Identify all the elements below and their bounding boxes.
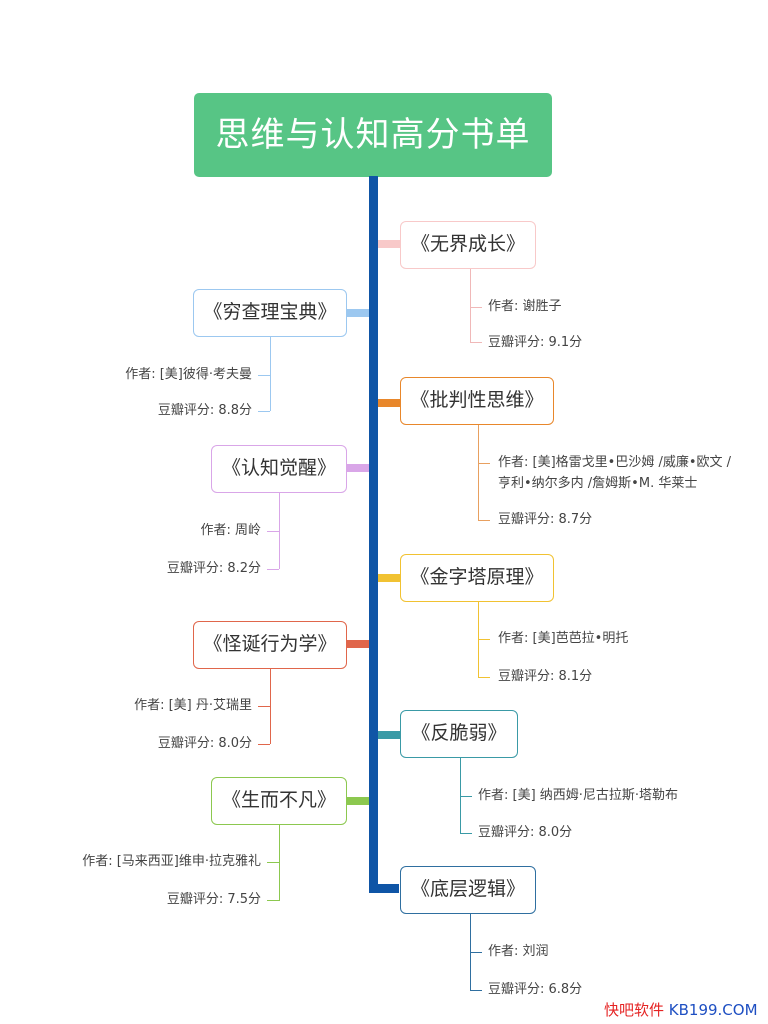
author-label: 作者: [美] 纳西姆·尼古拉斯·塔勒布 [478, 788, 679, 803]
book-node-1[interactable]: 《穷查理宝典》 [193, 289, 347, 337]
detail-line [478, 639, 490, 640]
book-node-4[interactable]: 《金字塔原理》 [400, 554, 554, 602]
detail-line [470, 342, 482, 343]
book-node-2[interactable]: 《批判性思维》 [400, 377, 554, 425]
detail-line [470, 269, 471, 342]
connector-5 [346, 640, 369, 648]
connector-1 [346, 309, 369, 317]
detail-line [258, 411, 270, 412]
connector-3 [346, 464, 369, 472]
rating-label: 豆瓣评分: 8.1分 [498, 669, 593, 684]
connector-0 [378, 240, 401, 248]
connector-2 [378, 399, 401, 407]
mindmap-title: 思维与认知高分书单 [194, 93, 552, 177]
author-label: 作者: [美]芭芭拉•明托 [498, 631, 629, 646]
rating-label: 豆瓣评分: 9.1分 [488, 335, 583, 350]
detail-line [267, 900, 279, 901]
rating-label: 豆瓣评分: 7.5分 [166, 892, 261, 907]
detail-line [478, 425, 479, 520]
rating-label: 豆瓣评分: 8.8分 [157, 403, 252, 418]
trunk-foot [369, 884, 399, 893]
rating-label: 豆瓣评分: 8.7分 [498, 512, 593, 527]
book-title: 《生而不凡》 [221, 789, 336, 811]
watermark-domain: KB199.COM [664, 1001, 758, 1019]
detail-line [470, 990, 482, 991]
detail-line [258, 375, 270, 376]
book-title: 《批判性思维》 [410, 389, 544, 411]
author-label: 作者: [美]格雷戈里•巴沙姆 /威廉•欧文 / [498, 455, 732, 470]
detail-line [470, 952, 482, 953]
detail-line [267, 531, 279, 532]
book-title: 《反脆弱》 [411, 722, 507, 744]
author-label: 作者: 周岭 [200, 523, 261, 538]
detail-line [478, 463, 490, 464]
detail-line [270, 337, 271, 411]
rating-label: 豆瓣评分: 8.0分 [478, 825, 573, 840]
watermark-site: 快吧软件 [604, 1001, 665, 1019]
connector-7 [346, 797, 369, 805]
rating-label: 豆瓣评分: 8.0分 [157, 736, 252, 751]
book-node-5[interactable]: 《怪诞行为学》 [193, 621, 347, 669]
detail-line [279, 825, 280, 901]
connector-6 [378, 731, 401, 739]
detail-line [478, 677, 490, 678]
book-node-0[interactable]: 《无界成长》 [400, 221, 536, 269]
detail-line [270, 669, 271, 744]
book-node-8[interactable]: 《底层逻辑》 [400, 866, 536, 914]
book-title: 《怪诞行为学》 [203, 633, 337, 655]
detail-line [470, 307, 482, 308]
author-label: 作者: [马来西亚]维申·拉克雅礼 [82, 854, 261, 869]
detail-line [478, 520, 490, 521]
book-title: 《无界成长》 [410, 233, 525, 255]
detail-line [258, 706, 270, 707]
connector-4 [378, 574, 401, 582]
author-label: 作者: [美]彼得·考夫曼 [125, 367, 252, 382]
detail-line [267, 569, 279, 570]
author-label: 作者: 谢胜子 [488, 299, 562, 314]
trunk-line [369, 176, 378, 892]
book-title: 《认知觉醒》 [221, 457, 336, 479]
author-label-cont: 亨利•纳尔多内 /詹姆斯•M. 华莱士 [498, 476, 698, 491]
book-title: 《金字塔原理》 [410, 566, 544, 588]
detail-line [258, 744, 270, 745]
rating-label: 豆瓣评分: 6.8分 [488, 982, 583, 997]
author-label: 作者: [美] 丹·艾瑞里 [134, 698, 252, 713]
detail-line [460, 833, 472, 834]
book-node-3[interactable]: 《认知觉醒》 [211, 445, 347, 493]
book-node-7[interactable]: 《生而不凡》 [211, 777, 347, 825]
author-label: 作者: 刘润 [488, 944, 549, 959]
book-title: 《底层逻辑》 [410, 878, 525, 900]
watermark: 快吧软件 KB199.COM [604, 999, 758, 1020]
detail-line [267, 862, 279, 863]
detail-line [279, 493, 280, 569]
book-title: 《穷查理宝典》 [203, 301, 337, 323]
rating-label: 豆瓣评分: 8.2分 [166, 561, 261, 576]
detail-line [460, 758, 461, 833]
book-node-6[interactable]: 《反脆弱》 [400, 710, 518, 758]
detail-line [460, 796, 472, 797]
